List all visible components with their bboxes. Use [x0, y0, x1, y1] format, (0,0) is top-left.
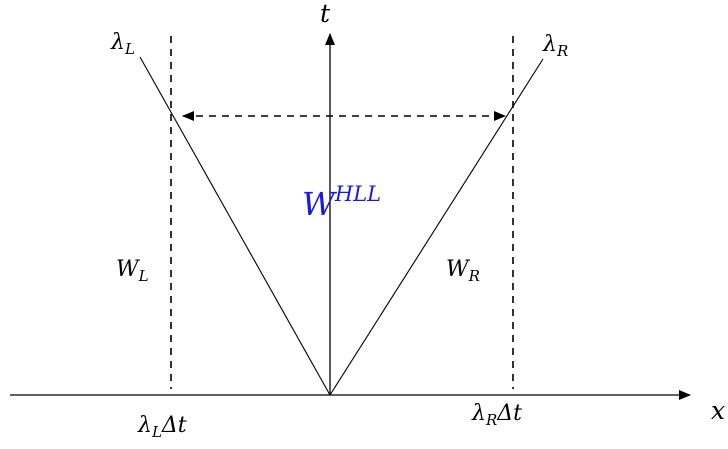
lambda-left-label: λL [110, 30, 135, 58]
lambda-left-dt-label: λLΔt [137, 413, 187, 441]
lambda-right-dt-label: λRΔt [471, 401, 522, 429]
x-axis-label: x [711, 396, 725, 425]
lambda-right-wave-line [329, 58, 544, 396]
w-hll-label: WHLL [302, 182, 381, 223]
lambda-right-label: λR [542, 32, 568, 60]
w-left-label: WL [116, 257, 149, 285]
w-right-label: WR [446, 257, 480, 285]
t-axis-label: t [320, 0, 331, 28]
lambda-left-wave-line [139, 56, 331, 396]
